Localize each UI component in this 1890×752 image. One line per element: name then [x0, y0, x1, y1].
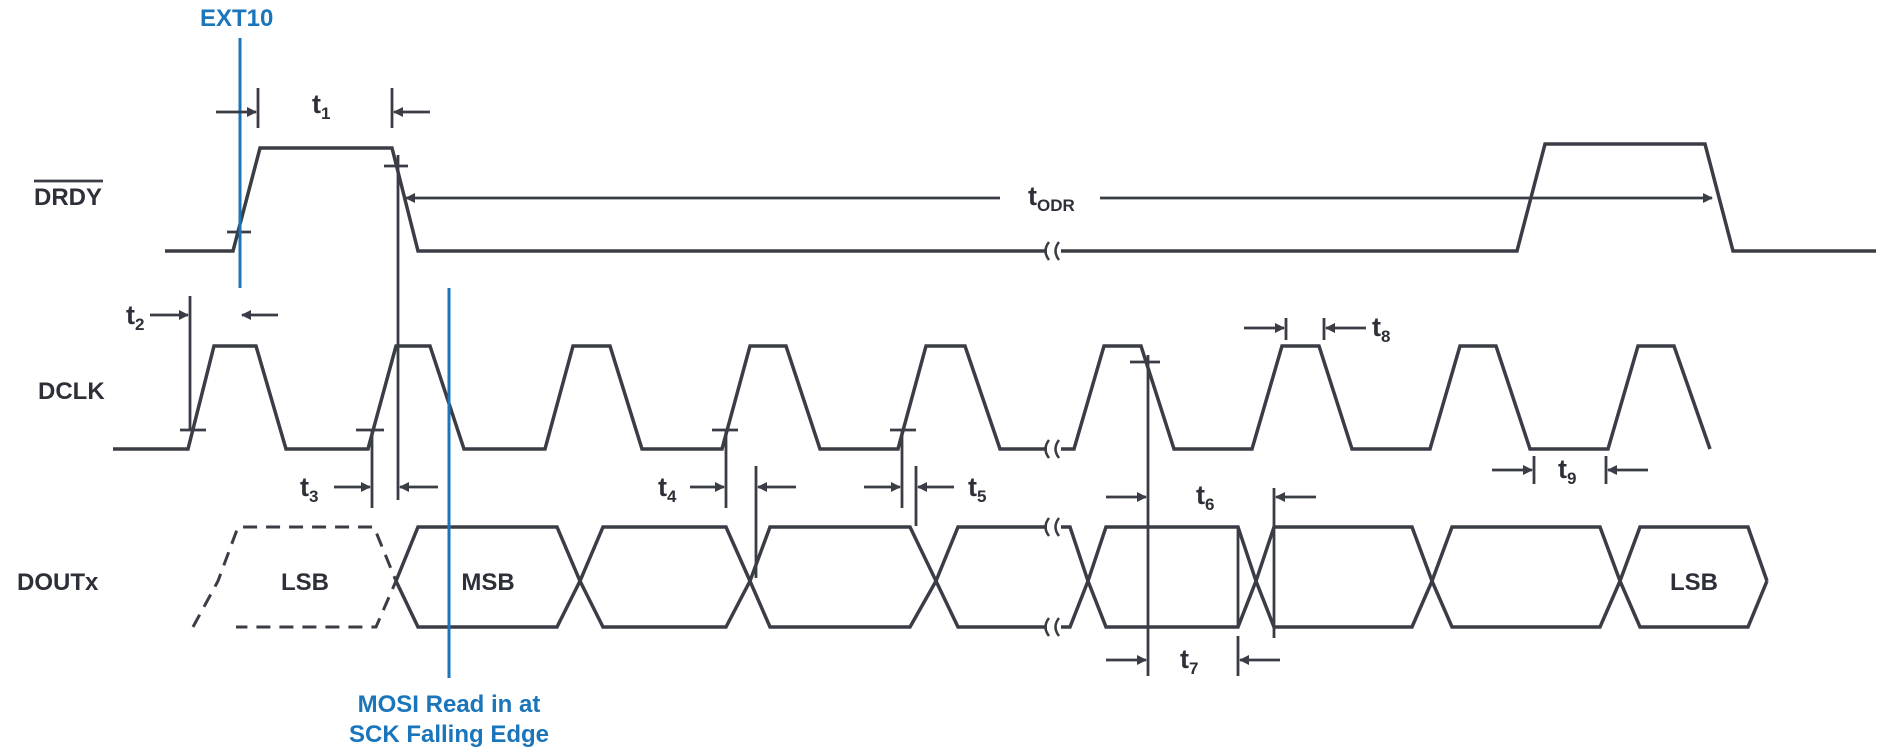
todr-label: tODR: [1028, 181, 1075, 215]
dout-prev-lsb-label: LSB: [281, 569, 329, 596]
dout-msb-label: MSB: [461, 569, 514, 596]
drdy-signal-label: DRDY: [34, 184, 102, 211]
dclk-break-mark: [1044, 439, 1061, 459]
t6-label: t6: [1196, 480, 1214, 514]
t4-label: t4: [658, 472, 677, 506]
t2-label: t2: [126, 300, 144, 334]
mosi-label-line1: MOSI Read in at: [358, 691, 541, 718]
dclk-waveform: [113, 344, 1047, 451]
dout-bottom-rail-after-break: [1061, 576, 1769, 629]
dout-top-rail-after-break: [1061, 525, 1769, 587]
drdy-break-mark: [1044, 241, 1061, 261]
t3-label: t3: [300, 472, 318, 506]
dout-prev-lsb-cell: [191, 525, 398, 629]
t8-label: t8: [1372, 312, 1390, 346]
mosi-label-line2: SCK Falling Edge: [349, 721, 549, 748]
dout-signal-label: DOUTx: [17, 569, 99, 596]
drdy-waveform: [165, 142, 1876, 253]
dout-break-mark-bottom: [1044, 617, 1061, 637]
t1-label: t1: [312, 89, 330, 123]
dout-last-lsb-label: LSB: [1670, 569, 1718, 596]
t9-label: t9: [1558, 454, 1576, 488]
dout-break-mark-top: [1044, 517, 1061, 537]
dout-top-rail: [394, 525, 1047, 586]
dclk-waveform-after-break: [1061, 344, 1712, 451]
t7-label: t7: [1180, 644, 1198, 678]
dout-bottom-rail: [394, 576, 1047, 629]
dclk-signal-label: DCLK: [38, 378, 105, 405]
ext10-label: EXT10: [200, 5, 273, 32]
t5-label: t5: [968, 472, 986, 506]
